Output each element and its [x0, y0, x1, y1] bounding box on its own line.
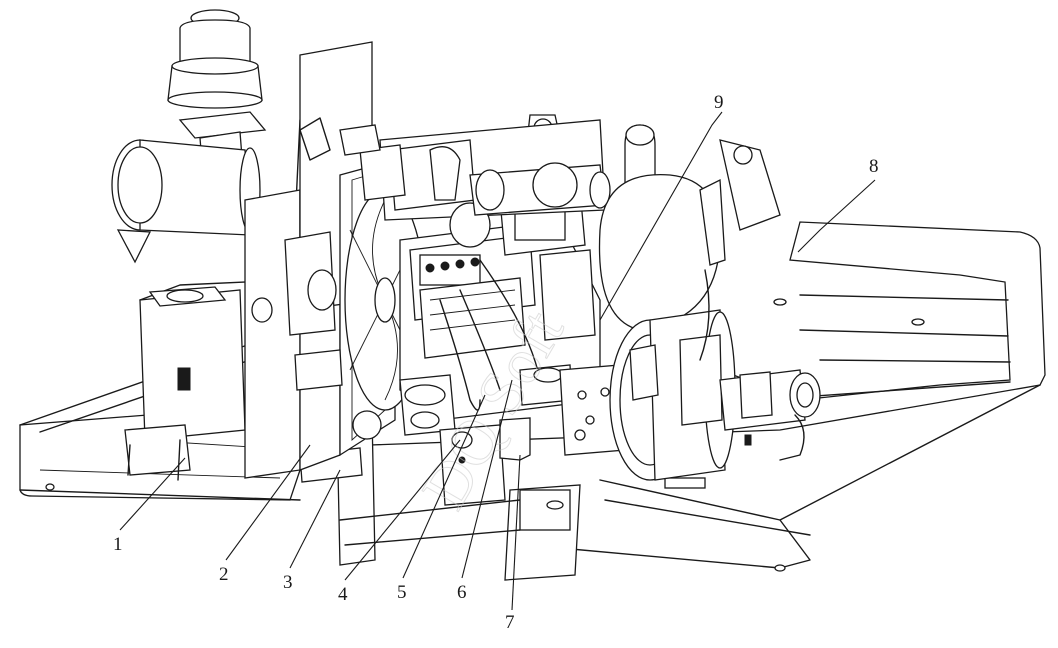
callout-2: 2 [219, 564, 229, 585]
engine-block [339, 114, 626, 506]
leader-2 [225, 444, 311, 561]
leader-lines [119, 111, 876, 611]
leader-5 [402, 394, 486, 579]
leader-8 [797, 179, 876, 253]
leader-1 [119, 457, 186, 531]
callout-5: 5 [397, 582, 407, 603]
leader-9 [599, 111, 723, 321]
air-filter [111, 9, 267, 264]
callout-3: 3 [283, 572, 293, 593]
leader-6 [461, 379, 513, 579]
leader-7 [511, 454, 521, 611]
flywheel-housing [609, 269, 821, 481]
left-housing [124, 279, 291, 481]
callout-4: 4 [338, 584, 348, 605]
leader-4 [344, 439, 461, 581]
callout-6: 6 [457, 582, 467, 603]
callout-8: 8 [869, 156, 879, 177]
callout-1: 1 [113, 534, 123, 555]
leader-3 [289, 469, 341, 569]
callout-7: 7 [505, 612, 515, 633]
callout-labels: 1 2 3 4 5 6 7 8 9 [113, 92, 879, 633]
callout-9: 9 [714, 92, 724, 113]
exhaust-turbo [469, 124, 781, 331]
